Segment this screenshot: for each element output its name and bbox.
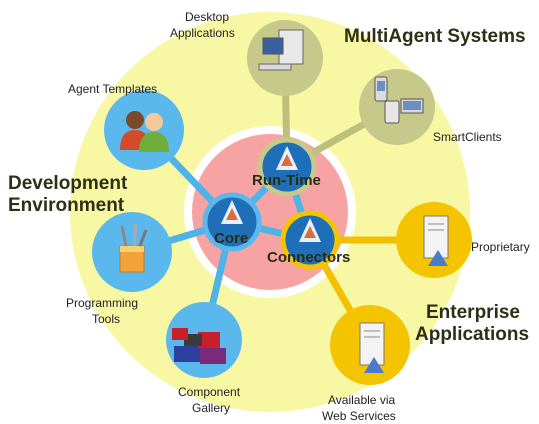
- programming-tools-label-line1: Programming: [66, 296, 139, 310]
- building-blocks-icon: [172, 328, 226, 364]
- agent-figure-icon: [221, 200, 243, 224]
- smartclients-label: SmartClients: [433, 130, 502, 144]
- agent-figure-icon: [276, 146, 298, 170]
- web-services-label-line2: Web Services: [322, 409, 396, 423]
- desktop-computer-icon: [258, 29, 304, 71]
- proprietary-label: Proprietary: [471, 240, 530, 254]
- agent-templates-node[interactable]: [104, 90, 184, 170]
- section-title-development-line2: Environment: [8, 195, 125, 216]
- agent-figure-icon: [299, 218, 321, 242]
- section-title-enterprise-line1: Enterprise: [426, 302, 520, 323]
- section-title-enterprise-line2: Applications: [415, 324, 530, 345]
- programming-tools-label-line2: Tools: [92, 312, 121, 326]
- handheld-devices-icon: [374, 76, 424, 124]
- server-icon: [423, 215, 449, 266]
- toolbox-icon: [119, 223, 148, 273]
- component-gallery-label-line2: Gallery: [192, 401, 231, 415]
- core-label: Core: [214, 230, 249, 247]
- desktop-label-line1: Desktop: [185, 10, 230, 24]
- component-gallery-label-line1: Component: [178, 385, 241, 399]
- section-title-multiagent: MultiAgent Systems: [344, 26, 526, 47]
- server-icon: [359, 322, 385, 373]
- desktop-label-line2: Applications: [170, 26, 235, 40]
- runtime-label: Run-Time: [252, 172, 321, 189]
- connectors-label: Connectors: [267, 249, 351, 266]
- people-icon: [120, 111, 169, 152]
- section-title-development-line1: Development: [8, 173, 128, 194]
- web-services-label-line1: Available via: [328, 393, 396, 407]
- agent-templates-label: Agent Templates: [68, 82, 158, 96]
